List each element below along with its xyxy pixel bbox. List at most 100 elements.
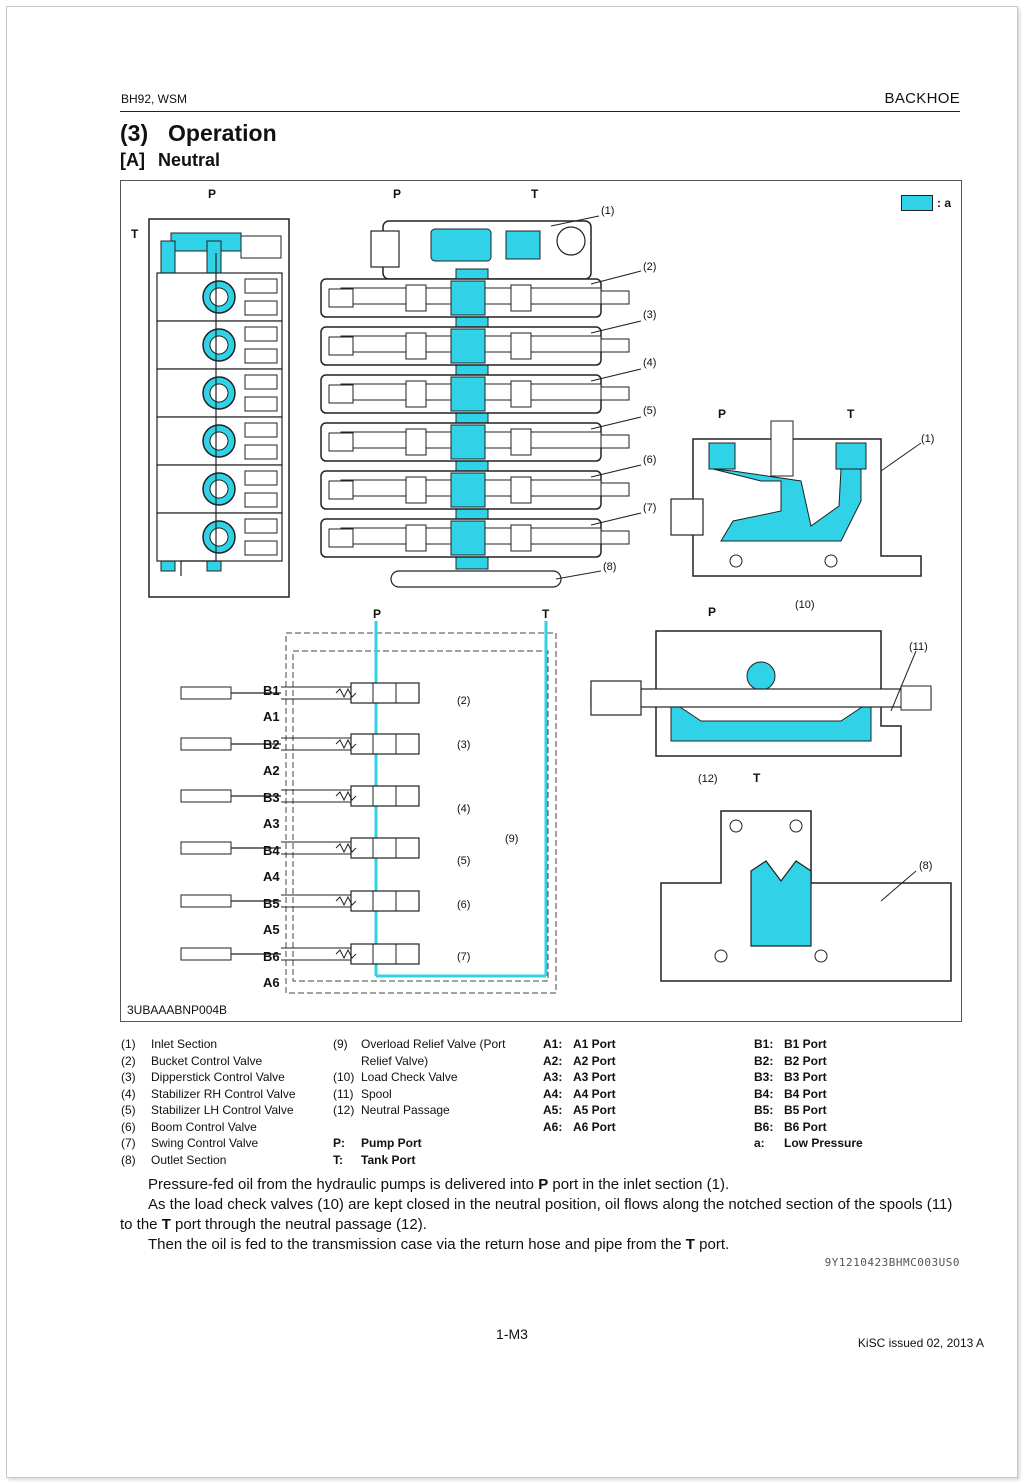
port-t-label-right: T [847,407,855,421]
center-valve-assembly [320,220,630,588]
header-rule [120,111,960,112]
reference-code: 9Y1210423BHMC003US0 [824,1256,960,1269]
page-number: 1-M3 [496,1326,528,1342]
schematic-callout-9: (9) [505,833,519,845]
legend-value: B3 Port [784,1070,827,1084]
legend-key-text: (8) [121,1152,136,1167]
body-text-run: port in the inlet section (1). [548,1176,730,1193]
circuit-label-a4: A4 [263,869,280,884]
page-border [6,6,1018,1478]
legend-key-text: (7) [121,1136,136,1150]
port-t-label-spool: T [753,771,761,785]
callout-8: (8) [603,561,617,573]
legend-value: B2 Port [784,1053,827,1068]
legend-row: Relief Valve) [333,1053,506,1070]
legend-row: A6: A6 Port [543,1119,616,1136]
legend-row: B6:B6 Port [754,1119,863,1136]
callout-3: (3) [643,309,657,321]
legend-value: B1 Port [784,1037,827,1051]
hydraulic-diagram: : a P T P T P T P T P T (1) (2) (3) (4) … [120,180,962,1022]
issued-note: KiSC issued 02, 2013 A [857,1336,984,1350]
legend-key-text [333,1053,361,1070]
legend-key-text: P: [333,1136,345,1150]
legend-row: A5:A5 Port [543,1102,616,1119]
circuit-label-b5: B5 [263,896,280,911]
legend-value: Bucket Control Valve [151,1053,263,1068]
callout-10: (10) [795,599,815,611]
callout-4: (4) [643,357,657,369]
section-title: (3) Operation [120,120,277,147]
callout-6: (6) [643,454,657,466]
legend-key-text: B4: [754,1086,774,1101]
body-text-run: P [538,1176,549,1193]
circuit-label-a1: A1 [263,709,280,724]
legend-key-text: B5: [754,1103,774,1117]
legend-row: (2)Bucket Control Valve [121,1053,296,1070]
legend-value: B5 Port [784,1103,827,1117]
legend-value: Overload Relief Valve (Port [361,1037,506,1051]
legend-key-text: T: [333,1152,343,1167]
leader-lines [550,215,922,902]
port-p-label-schematic: P [373,607,382,621]
port-t-label-left: T [131,227,139,241]
body-text-run: Then the oil is fed to the transmission … [148,1236,686,1253]
header-doc-id: BH92, WSM [121,92,188,106]
legend-key-text: (11) [333,1086,354,1101]
legend-value: A1 Port [573,1037,616,1051]
legend-col-3: A1:A1 Port A2:A2 Port A3:A3 Port A4:A4 P… [543,1036,616,1135]
legend-key-text: (1) [121,1037,136,1051]
legend-value: Stabilizer LH Control Valve [151,1103,294,1117]
legend-value: Tank Port [361,1152,416,1167]
legend-row: (4)Stabilizer RH Control Valve [121,1086,296,1103]
legend-value: Inlet Section [151,1037,218,1051]
schematic-callout-6: (6) [457,899,471,911]
legend-key-text: B2: [754,1053,774,1068]
legend-key-text: A4: [543,1086,563,1101]
legend-key-text: B1: [754,1037,774,1051]
legend-row: (5)Stabilizer LH Control Valve [121,1102,296,1119]
body-text-run: T [685,1236,695,1253]
legend-row: A3:A3 Port [543,1069,616,1086]
legend-key-text: (4) [121,1086,136,1101]
body-text-run: Pressure-fed oil from the hydraulic pump… [148,1176,539,1193]
subsection-title: [A]Neutral [120,150,220,171]
body-text-run: As the load check valves (10) are kept c… [120,1196,953,1233]
legend-key-text: A5: [543,1103,563,1117]
callout-8-right: (8) [919,860,933,872]
legend-row: (10)Load Check Valve [333,1069,506,1086]
port-p-label-left: P [208,187,217,201]
circuit-label-b6: B6 [263,949,280,964]
legend-key-text [333,1119,361,1136]
legend-key-text: (6) [121,1119,136,1134]
legend-row: (3)Dipperstick Control Valve [121,1069,296,1086]
callout-7: (7) [643,502,657,514]
callout-1: (1) [601,205,615,217]
circuit-label-a5: A5 [263,922,280,937]
circuit-label-a3: A3 [263,816,280,831]
legend-value: Swing Control Valve [151,1136,259,1150]
legend-value: B4 Port [784,1086,827,1101]
legend-key-text: A1: [543,1037,563,1051]
legend-value: A4 Port [573,1086,616,1101]
body-text-run: T [161,1216,171,1233]
schematic-callout-4: (4) [457,803,471,815]
callout-2: (2) [643,261,657,273]
legend-row: a:Low Pressure [754,1135,863,1152]
figure-code: 3UBAAABNP004B [127,1003,228,1017]
callout-1-right: (1) [921,433,935,445]
legend-col-2: (9)Overload Relief Valve (Port Relief Va… [333,1036,506,1168]
legend-value: Load Check Valve [361,1070,458,1084]
legend-value: A6 Port [573,1119,616,1134]
legend-key-text: (3) [121,1070,136,1084]
legend-value: A3 Port [573,1070,616,1084]
legend-row: B3:B3 Port [754,1069,863,1086]
legend-key-label: : a [936,196,951,210]
body-text: Pressure-fed oil from the hydraulic pump… [120,1175,962,1255]
section-number: (3) [120,120,149,146]
legend-value: Outlet Section [151,1152,227,1167]
section-title-text: Operation [168,120,277,146]
schematic-callout-5: (5) [457,855,471,867]
legend-row: (8) Outlet Section [121,1152,296,1169]
legend-key-text: A6: [543,1119,563,1134]
body-text-run: port. [694,1236,730,1253]
